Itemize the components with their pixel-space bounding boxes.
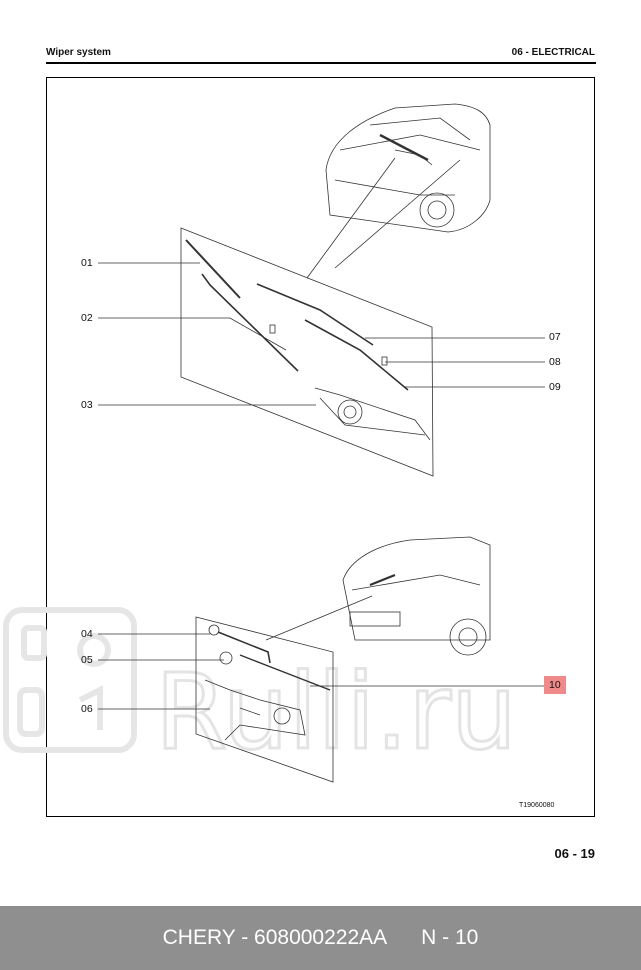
leader-front-2 [334,159,461,269]
callout-09: 09 [549,381,561,393]
callout-05: 05 [81,654,93,666]
watermark-logo [3,607,137,753]
header-rule [46,62,596,64]
front-car-icon [325,103,491,233]
part-ref-label: N - 10 [421,926,479,949]
front-assembly-panel [180,227,434,477]
part-footer: CHERY - 608000222AA N - 10 [0,906,641,970]
rear-assembly-panel [195,616,334,783]
callout-07: 07 [549,331,561,343]
leader-rear [265,595,373,641]
rear-car-icon [342,536,491,656]
callout-08: 08 [549,356,561,368]
figure-code: T19060080 [519,802,555,809]
leader-front [306,157,396,279]
callout-leaders [98,262,545,710]
chapter-title: 06 - ELECTRICAL [511,47,595,58]
section-title: Wiper system [46,47,111,58]
watermark-text: Rulli.ru [155,651,517,773]
rear-wiper-parts [204,624,331,741]
part-number-label: CHERY - 608000222AA [162,926,388,949]
callout-06: 06 [81,703,93,715]
front-wiper-parts [185,239,431,441]
callout-01: 01 [81,257,93,269]
figure-frame [46,77,595,817]
callout-03: 03 [81,399,93,411]
callout-04: 04 [81,628,93,640]
page-number: 06 - 19 [554,846,595,861]
callout-10-highlighted: 10 [544,676,566,694]
callout-02: 02 [81,312,93,324]
